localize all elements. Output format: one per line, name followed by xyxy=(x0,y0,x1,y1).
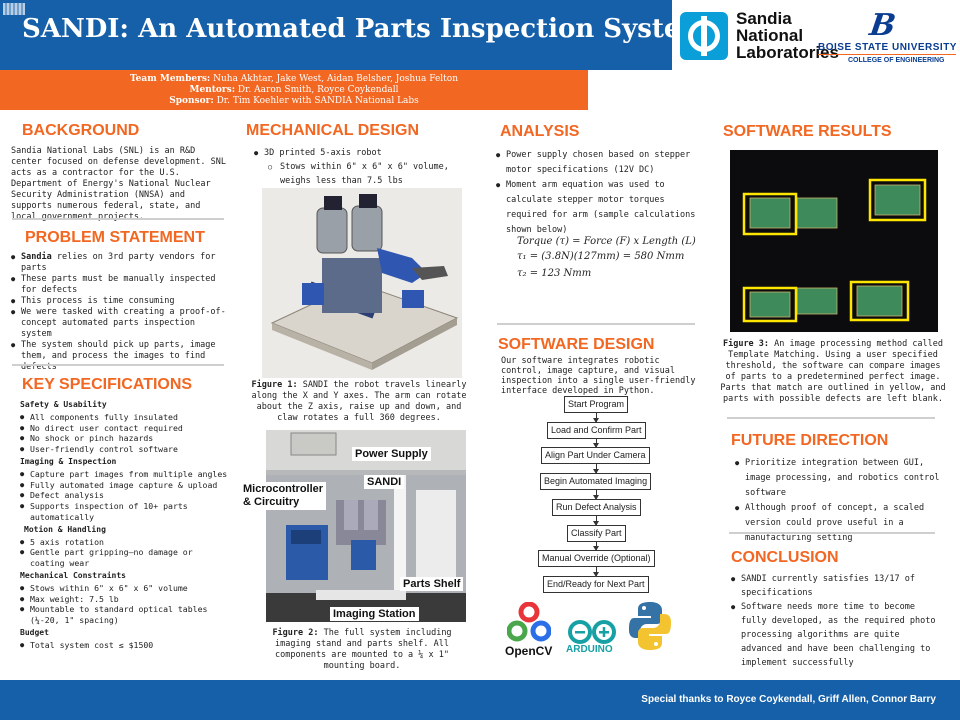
list-item: Although proof of concept, a scaled vers… xyxy=(735,501,945,546)
specs-list: Safety & Usability All components fully … xyxy=(20,398,232,651)
list-item: Total system cost ≤ $1500 xyxy=(20,640,232,651)
flow-step-start: Start Program xyxy=(564,396,629,413)
list-item: Stows within 6" x 6" x 6" volume, weighs… xyxy=(254,160,474,188)
software-design-text: Our software integrates robotic control,… xyxy=(501,356,696,396)
list-item: Moment arm equation was used to calculat… xyxy=(496,178,708,238)
flow-step-load: Load and Confirm Part xyxy=(547,422,646,439)
list-item: The system should pick up parts, image t… xyxy=(11,340,229,373)
list-item: No shock or pinch hazards xyxy=(20,433,232,444)
problem-heading: PROBLEM STATEMENT xyxy=(25,229,205,246)
figure-2-caption: Figure 2: The full system including imag… xyxy=(272,628,452,671)
bsu-name: BOISE STATE UNIVERSITY xyxy=(818,42,957,53)
list-item: SANDI currently satisfies 13/17 of speci… xyxy=(731,572,945,600)
list-item: Capture part images from multiple angles xyxy=(20,469,232,480)
conclusion-heading: CONCLUSION xyxy=(731,549,839,566)
list-item: Prioritize integration between GUI, imag… xyxy=(735,456,945,501)
equation-torque: Torque (τ) = Force (F) x Length (L) xyxy=(517,236,696,247)
sponsor-logos: Sandia National Laboratories B BOISE STA… xyxy=(672,0,960,70)
flow-step-align: Align Part Under Camera xyxy=(541,447,650,464)
list-item: All components fully insulated xyxy=(20,412,232,423)
title-banner: SANDI: An Automated Parts Inspection Sys… xyxy=(0,0,708,70)
qr-code-icon xyxy=(3,3,25,15)
figure-1-caption: Figure 1: SANDI the robot travels linear… xyxy=(251,380,467,423)
flow-step-override: Manual Override (Optional) xyxy=(538,550,655,567)
figure-3-caption: Figure 3: An image processing method cal… xyxy=(720,339,946,404)
list-item: Power supply chosen based on stepper mot… xyxy=(496,148,708,178)
background-text: Sandia National Labs (SNL) is an R&D cen… xyxy=(11,146,226,222)
arduino-logo-icon xyxy=(568,620,616,644)
opencv-logo-icon xyxy=(507,602,551,642)
flow-step-analysis: Run Defect Analysis xyxy=(552,499,641,516)
list-item: Defect analysis xyxy=(20,490,232,501)
background-heading: BACKGROUND xyxy=(22,122,140,139)
label-sandi: SANDI xyxy=(364,475,405,489)
problem-list: Sandia relies on 3rd party vendors for p… xyxy=(11,252,229,373)
label-power-supply: Power Supply xyxy=(352,447,431,461)
arduino-label: ARDUINO xyxy=(566,644,613,655)
flow-step-classify: Classify Part xyxy=(567,525,626,542)
list-item: This process is time consuming xyxy=(11,296,229,307)
label-microcontroller: Microcontroller & Circuitry xyxy=(240,482,327,510)
future-list: Prioritize integration between GUI, imag… xyxy=(735,456,945,546)
equation-tau2: τ₂ = 123 Nmm xyxy=(517,268,592,279)
list-item: Mountable to standard optical tables (¼-… xyxy=(20,604,232,626)
analysis-heading: ANALYSIS xyxy=(500,123,580,140)
flow-step-end: End/Ready for Next Part xyxy=(543,576,649,593)
label-imaging-station: Imaging Station xyxy=(330,607,419,621)
acknowledgements: Special thanks to Royce Coykendall, Grif… xyxy=(641,694,936,705)
list-item: Supports inspection of 10+ parts automat… xyxy=(20,501,232,523)
list-item: Software needs more time to become fully… xyxy=(731,600,945,670)
boise-state-b-icon: B xyxy=(867,8,898,43)
mechanical-list: 3D printed 5-axis robot Stows within 6" … xyxy=(254,146,474,188)
list-item: Stows within 6" x 6" x 6" volume xyxy=(20,583,232,594)
analysis-list: Power supply chosen based on stepper mot… xyxy=(496,148,708,238)
opencv-label: OpenCV xyxy=(505,644,553,658)
sandia-logo-icon xyxy=(680,12,728,60)
list-item: These parts must be manually inspected f… xyxy=(11,274,229,296)
specs-heading: KEY SPECIFICATIONS xyxy=(22,376,193,393)
list-item: User-friendly control software xyxy=(20,444,232,455)
list-item: 3D printed 5-axis robot xyxy=(254,146,474,160)
label-parts-shelf: Parts Shelf xyxy=(400,577,464,591)
conclusion-list: SANDI currently satisfies 13/17 of speci… xyxy=(731,572,945,670)
mechanical-heading: MECHANICAL DESIGN xyxy=(246,122,420,139)
list-item: No direct user contact required xyxy=(20,423,232,434)
future-heading: FUTURE DIRECTION xyxy=(731,432,889,449)
list-item: Fully automated image capture & upload xyxy=(20,480,232,491)
list-item: Max weight: 7.5 lb xyxy=(20,594,232,605)
software-design-heading: SOFTWARE DESIGN xyxy=(498,336,655,353)
template-matching-photo xyxy=(730,150,938,332)
sandia-wordmark: Sandia National Laboratories xyxy=(736,9,839,62)
list-item: We were tasked with creating a proof-of-… xyxy=(11,307,229,340)
poster-title: SANDI: An Automated Parts Inspection Sys… xyxy=(22,14,708,44)
python-logo-icon xyxy=(629,602,671,650)
footer-banner: Special thanks to Royce Coykendall, Grif… xyxy=(0,680,960,720)
robot-photo xyxy=(262,188,462,378)
bsu-college: COLLEGE OF ENGINEERING xyxy=(848,57,945,64)
list-item: Sandia relies on 3rd party vendors for p… xyxy=(11,252,229,274)
team-band: Team Members: Nuha Akhtar, Jake West, Ai… xyxy=(0,70,588,110)
equation-tau1: τ₁ = (3.8N)(127mm) = 580 Nmm xyxy=(517,251,685,262)
list-item: Gentle part gripping—no damage or coatin… xyxy=(20,547,232,569)
flow-step-imaging: Begin Automated Imaging xyxy=(540,473,652,490)
list-item: 5 axis rotation xyxy=(20,537,232,548)
software-results-heading: SOFTWARE RESULTS xyxy=(723,123,892,140)
